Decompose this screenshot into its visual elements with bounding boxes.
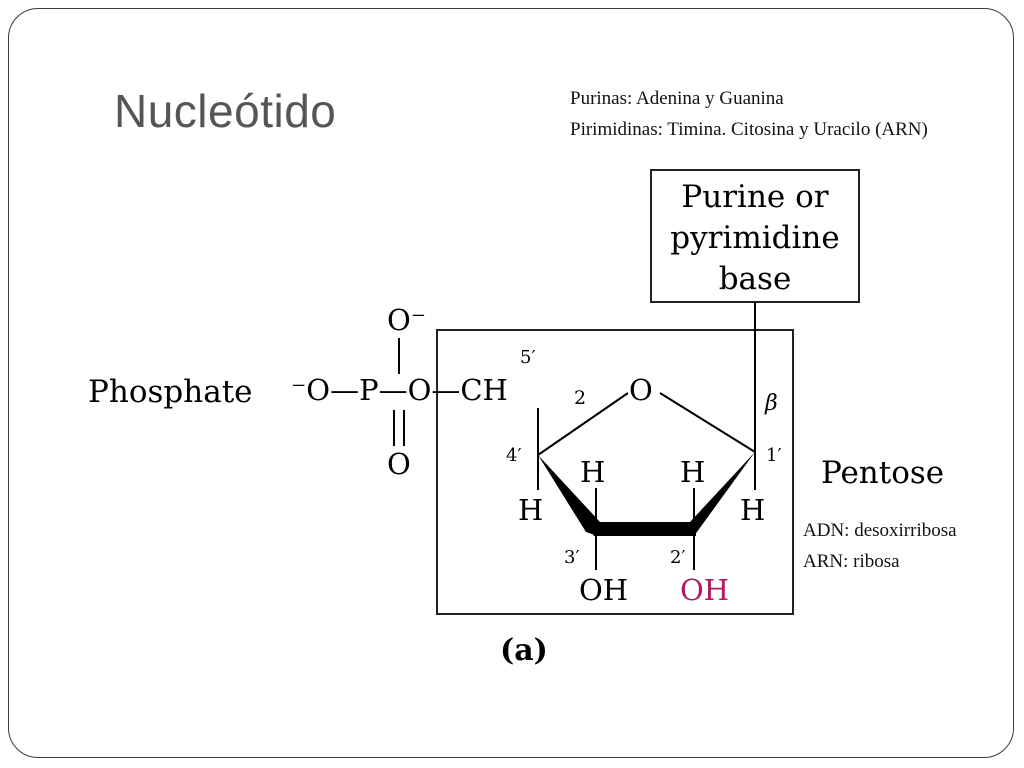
pos-4: 4′ (506, 445, 522, 466)
phosphate-label: Phosphate (88, 374, 253, 410)
note-adn: ADN: desoxirribosa (803, 520, 957, 541)
oh-c3: OH (579, 573, 628, 607)
pos-1: 1′ (766, 445, 782, 466)
pentose-label: Pentose (821, 455, 944, 491)
wedge-c4-c3-fill (538, 455, 600, 536)
h-c1: H (740, 493, 765, 527)
base-box-line-2: pyrimidine (670, 220, 839, 256)
note-pirimidinas: Pirimidinas: Timina. Citosina y Uracilo … (570, 119, 928, 140)
caption: (a) (500, 633, 548, 668)
wedge-c1-c2 (690, 452, 755, 536)
pentose-box (436, 329, 794, 615)
base-box-line-1: Purine or (681, 179, 828, 215)
bond-c4-o (537, 392, 629, 456)
h-c3: H (580, 455, 605, 489)
note-purinas: Purinas: Adenina y Guanina (570, 88, 784, 109)
pos-5: 5′ (520, 347, 536, 368)
beta-label: β (764, 391, 778, 416)
bond-o-c1 (659, 392, 756, 453)
note-arn: ARN: ribosa (803, 551, 900, 572)
h-c4: H (518, 493, 543, 527)
ring-o: O (629, 373, 653, 407)
h-c2: H (680, 455, 705, 489)
oh-c2: OH (680, 573, 729, 607)
phosphate-chain: ⁻O—P—O—CH (291, 373, 508, 407)
pos-3: 3′ (564, 547, 580, 568)
pos-2: 2′ (670, 547, 686, 568)
base-box-line-3: base (719, 261, 792, 297)
ch2-subscript: 2 (574, 387, 586, 409)
slide-frame (8, 8, 1014, 758)
bond-c3-c2 (594, 522, 696, 536)
o-bottom: O (387, 447, 411, 481)
o-top: O⁻ (387, 303, 426, 337)
slide-title: Nucleótido (114, 85, 337, 137)
